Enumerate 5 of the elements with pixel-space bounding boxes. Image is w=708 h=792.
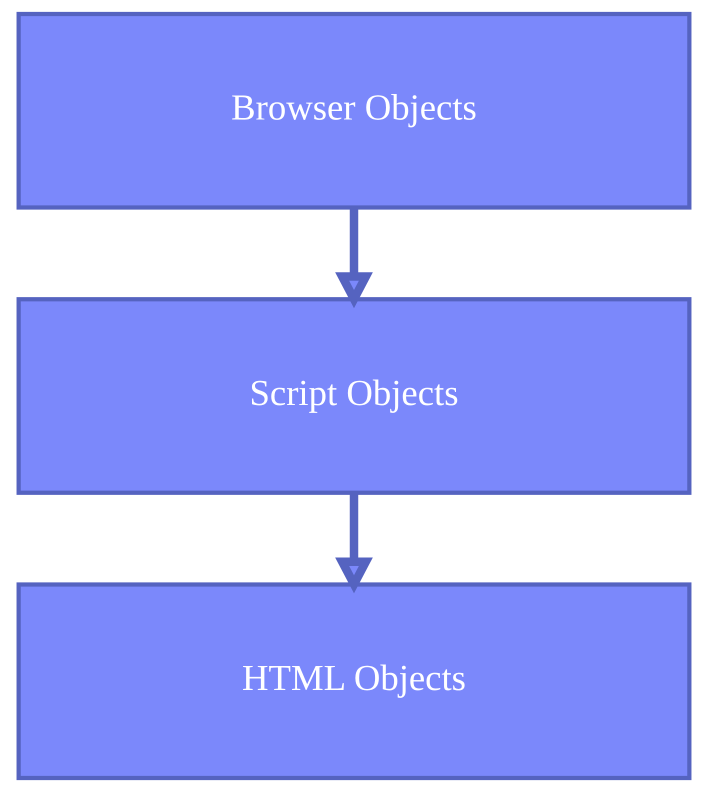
node-box: HTML Objects — [16, 582, 692, 780]
arrow — [335, 208, 373, 308]
node-box: Browser Objects — [16, 12, 692, 210]
node-box: Script Objects — [16, 297, 692, 495]
arrow — [335, 493, 373, 594]
